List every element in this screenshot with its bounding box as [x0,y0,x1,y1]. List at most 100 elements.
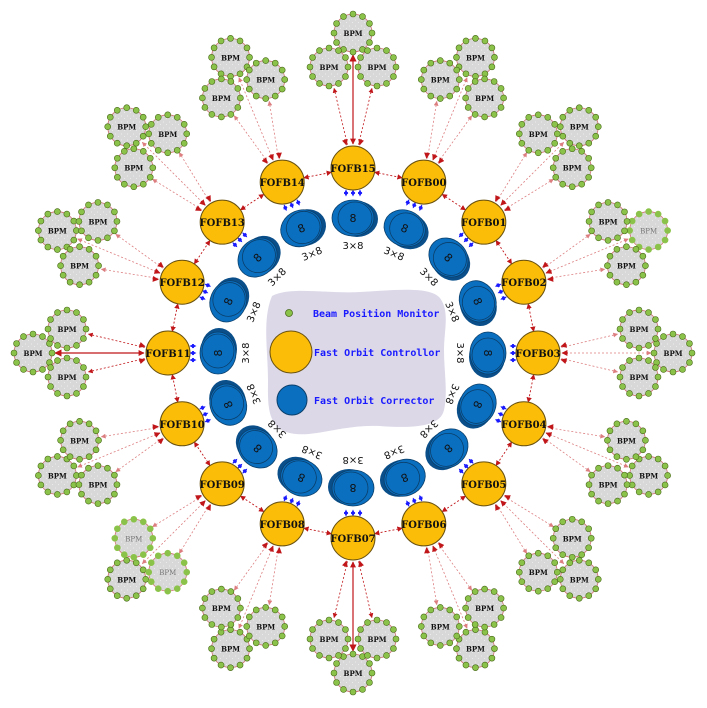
corrector-body [458,280,497,323]
bpm-pickup-dot [66,278,74,286]
bpm-pickup-dot [488,635,496,643]
bpm-link [545,432,629,468]
ring-link [240,495,265,513]
bpm-pickup-dot [114,154,121,162]
bpm-pickup-dot [78,471,85,479]
bpm-link [238,545,274,629]
corrector-body [237,428,278,469]
bpm-pickup-dot [227,35,234,42]
bpm-pickup-dot [373,82,381,90]
bpm-pickup-dot [490,78,498,85]
bpm-pickup-dot [316,80,323,87]
ring-link [193,441,211,466]
bpm-pickup-dot [139,180,147,188]
bpm-pickup-dot [525,552,533,560]
bpm-pickup-dot [349,10,357,18]
bpm-pickup-dot [392,635,400,643]
bpm-pickup-dot [471,111,479,118]
bpm-pickup-dot [464,595,472,602]
bpm-pickup-dot [44,373,52,381]
bpm-node: BPM [616,306,662,352]
bpm-pickup-dot [54,357,61,364]
bpm-pickup-dot [585,559,593,567]
controller-body [330,145,376,191]
bpm-pickup-dot [47,383,54,390]
corrector-link [232,458,238,464]
bpm-pickup-dot [243,623,251,630]
bpm-link [233,115,269,163]
bpm-pickup-dot [664,472,671,479]
bpm-pickup-dot [73,390,80,397]
corrector-ring [212,282,246,317]
bpm-pickup-dot [427,92,435,100]
bpm-pickup-dot [44,243,52,251]
bpm-pickup-dot [592,566,600,574]
bpm-pickup-dot [92,427,100,435]
controller-node: FOFB03 [515,330,568,376]
corrector-link [418,494,424,502]
ring-link [441,193,466,211]
bpm-pickup-dot [436,642,444,649]
bpm-pickup-dot [635,354,643,362]
bpm-pickup-dot [613,278,621,286]
bpm-pickup-dot [199,94,206,102]
bpm-pickup-dot [626,390,633,397]
bpm-pickup-dot [245,66,253,74]
bpm-pickup-dot [686,359,693,366]
bpm-pickup-dot [661,236,669,244]
bpm-pickup-dot [63,344,71,352]
bpm-pickup-dot [654,210,662,218]
bpm-pickup-dot [368,669,376,677]
bpm-pickup-dot [664,227,671,234]
bpm-pickup-dot [85,245,93,253]
controller-label: FOFB08 [260,520,305,531]
bpm-pickup-dot [309,645,316,652]
bpm-pickup-dot [616,373,624,381]
bpm-pickup-dot [621,227,628,235]
bpm-pickup-dot [66,420,74,428]
bpm-pickup-dot [652,364,659,371]
corrector-count-label: 8 [212,350,225,357]
bpm-pickup-dot [333,660,340,667]
controller-port-arrow [500,199,507,206]
controller-label: FOFB15 [330,164,375,175]
controller-node: FOFB11 [138,330,191,376]
bpm-pickup-dot [661,217,669,225]
bpm-label: BPM [24,349,43,358]
bpm-pickup-dot [227,78,235,85]
corrector-node: 83×8 [442,280,497,327]
bpm-pickup-dot [497,104,505,111]
bpm-pickup-dot [201,614,209,621]
bpm-label: BPM [221,53,240,62]
bpm-pickup-dot [92,252,100,260]
bpm-link [152,496,202,528]
bpm-label: BPM [88,481,107,490]
bpm-pickup-dot [390,645,397,652]
bpm-pickup-dot [481,75,488,83]
bpm-pickup-dot [123,556,131,564]
bpm-label: BPM [256,76,275,85]
bpm-pickup-dot [585,154,592,162]
corrector-ring [242,239,276,274]
bpm-pickup-dot [48,349,56,357]
legend-background [266,289,446,435]
bpm-label: BPM [431,76,450,85]
bpm-pickup-dot [464,104,472,111]
bpm-pickup-dot [587,164,595,172]
bpm-pickup-dot [481,113,488,121]
corrector-body [383,458,426,497]
controller-label: FOFB12 [159,278,204,289]
bpm-pickup-dot [63,210,71,218]
corrector-ring [282,460,317,494]
bpm-node: BPM [330,10,376,56]
bpm-pickup-dot [262,95,270,102]
bpm-pickup-dot [481,585,488,593]
bpm-pickup-dot [614,497,621,505]
bpm-pickup-dot [455,623,463,630]
bpm-pickup-dot [104,497,111,505]
bpm-pickup-dot [366,20,373,27]
bpm-node: BPM [104,556,150,602]
bpm-pickup-dot [575,104,583,112]
bpm-pickup-dot [114,525,121,533]
